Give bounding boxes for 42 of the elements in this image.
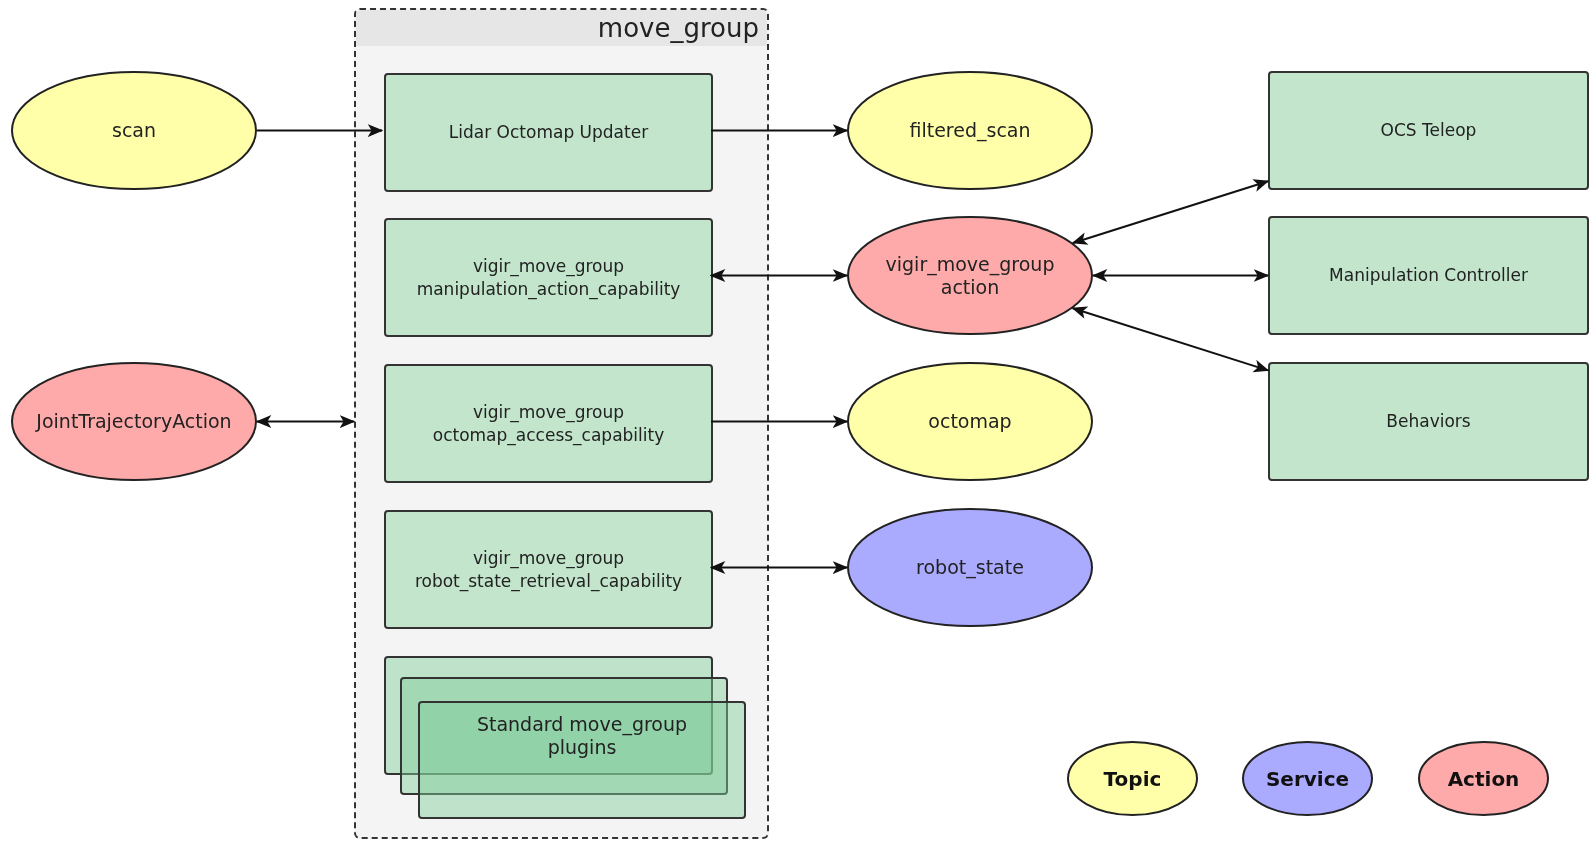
topic-ellipse (847, 362, 1093, 481)
node-label: Lidar Octomap Updater (448, 121, 649, 144)
action-ellipse (847, 216, 1093, 335)
component-box (1268, 71, 1589, 190)
node-label: Behaviors (1386, 410, 1471, 433)
component-box (384, 364, 713, 483)
arrow (1091, 269, 1270, 282)
component-box (1268, 362, 1589, 481)
arrow (710, 415, 849, 428)
node-label: scan (112, 119, 156, 142)
node-label: vigir_move_group action (884, 252, 1056, 299)
group-container (354, 8, 769, 839)
node-label: Standard move_group plugins (475, 713, 689, 759)
plugin-stack (384, 656, 746, 820)
arrow (1071, 179, 1270, 245)
arrow (256, 124, 384, 137)
node-label: JointTrajectoryAction (36, 410, 232, 433)
component-box (384, 73, 713, 192)
node-label: vigir_move_group octomap_access_capability (431, 400, 666, 447)
legend-label: Service (1265, 765, 1350, 793)
node-label: robot_state (916, 556, 1024, 579)
topic-ellipse (847, 71, 1093, 190)
arrow (709, 269, 849, 282)
node-label: vigir_move_group manipulation_action_capability (415, 254, 682, 301)
component-box (384, 218, 713, 337)
service-ellipse (847, 508, 1093, 627)
arrow (710, 124, 849, 137)
node-label: filtered_scan (909, 119, 1031, 142)
topic-ellipse (11, 71, 257, 190)
arrow (709, 561, 849, 574)
node-label: OCS Teleop (1380, 119, 1477, 142)
component-box (384, 510, 713, 629)
action-ellipse (11, 362, 257, 481)
legend-label: Topic (1103, 765, 1162, 793)
arrow (1071, 306, 1270, 373)
component-box (1268, 216, 1589, 335)
node-label: move_group (597, 13, 759, 43)
legend-label: Action (1447, 765, 1520, 793)
node-label: octomap (928, 410, 1012, 433)
node-label: vigir_move_group robot_state_retrieval_capability (413, 546, 684, 593)
node-label: Manipulation Controller (1329, 264, 1528, 287)
arrow (255, 415, 356, 428)
